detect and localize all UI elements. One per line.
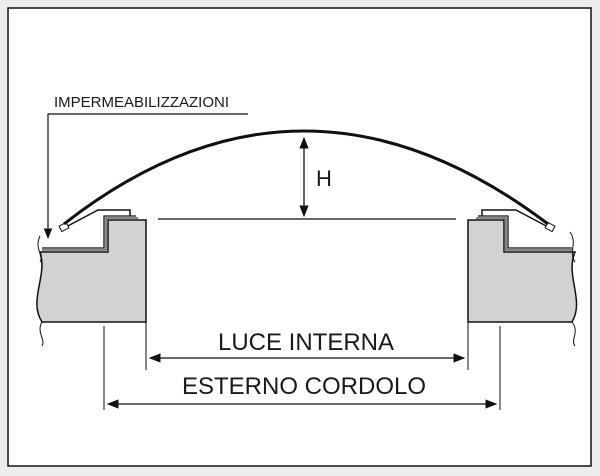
inner-span-label: LUCE INTERNA xyxy=(218,329,394,356)
left-break-line-bottom xyxy=(39,321,44,347)
left-break-line-top xyxy=(37,235,42,263)
waterproofing-label: IMPERMEABILIZZAZIONI xyxy=(54,94,229,111)
left-wall xyxy=(36,219,147,323)
right-skylight-frame xyxy=(481,209,551,229)
waterproofing-leader-arrow xyxy=(43,113,248,240)
left-waterproofing-membrane-inner xyxy=(42,217,138,251)
right-waterproofing-membrane xyxy=(478,215,572,249)
outer-curb-label: ESTERNO CORDOLO xyxy=(182,373,426,400)
right-frame-clip xyxy=(544,221,556,233)
right-break-line-bottom xyxy=(571,321,576,347)
skylight-dome xyxy=(63,129,549,226)
left-frame-clip xyxy=(58,221,70,233)
left-skylight-frame xyxy=(63,209,131,229)
left-waterproofing-membrane xyxy=(42,215,136,249)
right-waterproofing-membrane-inner xyxy=(476,217,572,251)
height-label: H xyxy=(316,166,332,191)
right-wall xyxy=(467,219,578,323)
right-break-line-top xyxy=(569,231,576,263)
